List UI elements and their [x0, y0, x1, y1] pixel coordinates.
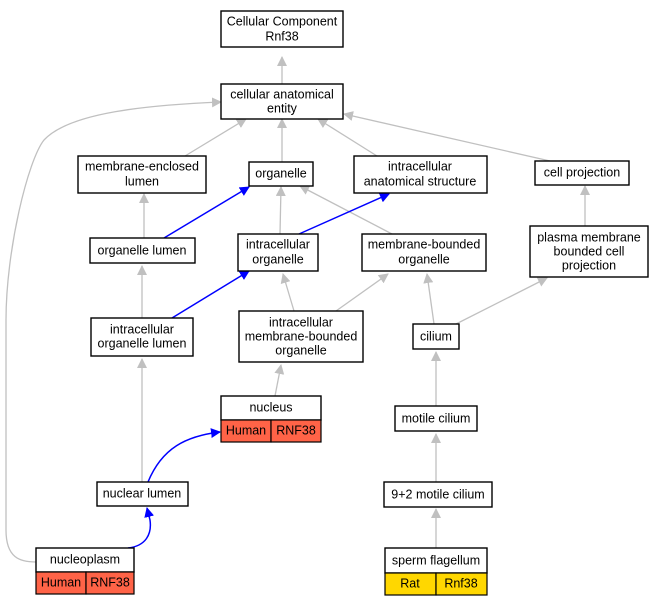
node-organelle-lumen[interactable]: organelle lumen [89, 237, 196, 264]
node-label: membrane-enclosed [85, 159, 199, 173]
sperm-flagellum-species-label: Rat [400, 576, 420, 590]
edge-organellelumen-partof-organelle [163, 186, 250, 239]
node-label: 9+2 motile cilium [391, 487, 484, 501]
is-a-edges [5, 56, 590, 563]
node-label: lumen [125, 174, 159, 188]
node-label: entity [267, 101, 298, 115]
nucleus-annotation: Human RNF38 [220, 419, 322, 443]
node-cellular-component-rnf38[interactable]: Cellular Component Rnf38 [220, 10, 344, 48]
edge-imbo-to-io [280, 273, 295, 312]
node-intracellular-organelle[interactable]: intracellular organelle [237, 233, 319, 272]
sperm-flagellum-annotation: Rat Rnf38 [384, 572, 488, 596]
node-label: bounded cell [554, 244, 625, 258]
nucleus-gene-label: RNF38 [276, 423, 316, 437]
node-label: anatomical structure [364, 174, 477, 188]
node-nuclear-lumen[interactable]: nuclear lumen [96, 481, 189, 507]
node-9plus2-motile-cilium[interactable]: 9+2 motile cilium [383, 481, 493, 508]
node-label: cilium [420, 329, 452, 343]
part-of-edges [127, 186, 390, 549]
edge-imbo-to-mbo [335, 273, 389, 312]
node-label: sperm flagellum [392, 553, 480, 567]
edge-cilium-to-pmbcp [455, 277, 548, 325]
node-label: organelle [398, 252, 449, 266]
edge-iol-partof-io [171, 270, 250, 319]
node-label: Cellular Component [227, 14, 338, 28]
nucleus-species-label: Human [226, 423, 266, 437]
nucleoplasm-species-label: Human [41, 575, 81, 589]
node-label: membrane-bounded [368, 237, 481, 251]
node-label: intracellular [110, 322, 174, 336]
edge-cellprojection-to-cae [343, 111, 551, 162]
node-intracellular-anatomical-structure[interactable]: intracellular anatomical structure [353, 155, 488, 194]
node-label: nucleus [249, 400, 292, 414]
edge-mbo-to-organelle [299, 185, 393, 235]
node-label: nucleoplasm [50, 552, 120, 566]
node-label: organelle lumen [98, 336, 187, 350]
node-label: cell projection [544, 165, 620, 179]
node-label: organelle lumen [98, 243, 187, 257]
node-intracellular-organelle-lumen[interactable]: intracellular organelle lumen [90, 317, 194, 357]
node-intracellular-membrane-bounded-organelle[interactable]: intracellular membrane-bounded organelle [238, 310, 364, 363]
node-label: intracellular [269, 315, 333, 329]
node-membrane-enclosed-lumen[interactable]: membrane-enclosed lumen [77, 155, 207, 194]
node-membrane-bounded-organelle[interactable]: membrane-bounded organelle [361, 233, 487, 272]
nucleoplasm-gene-label: RNF38 [90, 575, 130, 589]
nucleoplasm-annotation: Human RNF38 [35, 571, 135, 595]
node-label: organelle [252, 252, 303, 266]
node-label: membrane-bounded [245, 329, 358, 343]
node-nucleus[interactable]: nucleus [220, 395, 322, 421]
node-label: motile cilium [402, 411, 471, 425]
node-organelle[interactable]: organelle [248, 161, 314, 187]
node-cellular-anatomical-entity[interactable]: cellular anatomical entity [220, 83, 344, 120]
node-motile-cilium[interactable]: motile cilium [394, 405, 478, 432]
edge-io-to-organelle [275, 186, 286, 235]
nucleus-gene-cell [270, 419, 322, 443]
sperm-flagellum-gene-cell [435, 572, 488, 596]
node-label: plasma membrane [537, 230, 641, 244]
edge-nucleoplasm-partof-nuclearlumen [127, 507, 155, 549]
node-label: nuclear lumen [103, 486, 182, 500]
nucleoplasm-gene-cell [85, 571, 135, 595]
node-label: intracellular [388, 159, 452, 173]
node-label: Rnf38 [265, 29, 298, 43]
node-label: intracellular [246, 237, 310, 251]
edge-nuclearlumen-partof-nucleus [147, 428, 221, 483]
sperm-flagellum-gene-label: Rnf38 [444, 576, 477, 590]
node-label: projection [562, 258, 616, 272]
node-cell-projection[interactable]: cell projection [534, 160, 630, 186]
node-label: cellular anatomical [230, 87, 334, 101]
edge-ias-to-cae [317, 118, 378, 157]
node-sperm-flagellum[interactable]: sperm flagellum [384, 547, 488, 574]
node-nucleoplasm[interactable]: nucleoplasm [35, 547, 135, 573]
node-cilium[interactable]: cilium [412, 323, 460, 350]
edge-nucleoplasm-to-cae [5, 97, 222, 563]
node-label: organelle [255, 166, 306, 180]
edge-mel-to-cae [184, 118, 247, 157]
edge-nucleus-to-imbo [274, 364, 285, 397]
node-label: organelle [275, 343, 326, 357]
edge-cilium-to-mbo [423, 273, 435, 325]
node-plasma-membrane-bounded-cell-projection[interactable]: plasma membrane bounded cell projection [529, 225, 649, 278]
edge-io-partof-ias [298, 193, 390, 235]
